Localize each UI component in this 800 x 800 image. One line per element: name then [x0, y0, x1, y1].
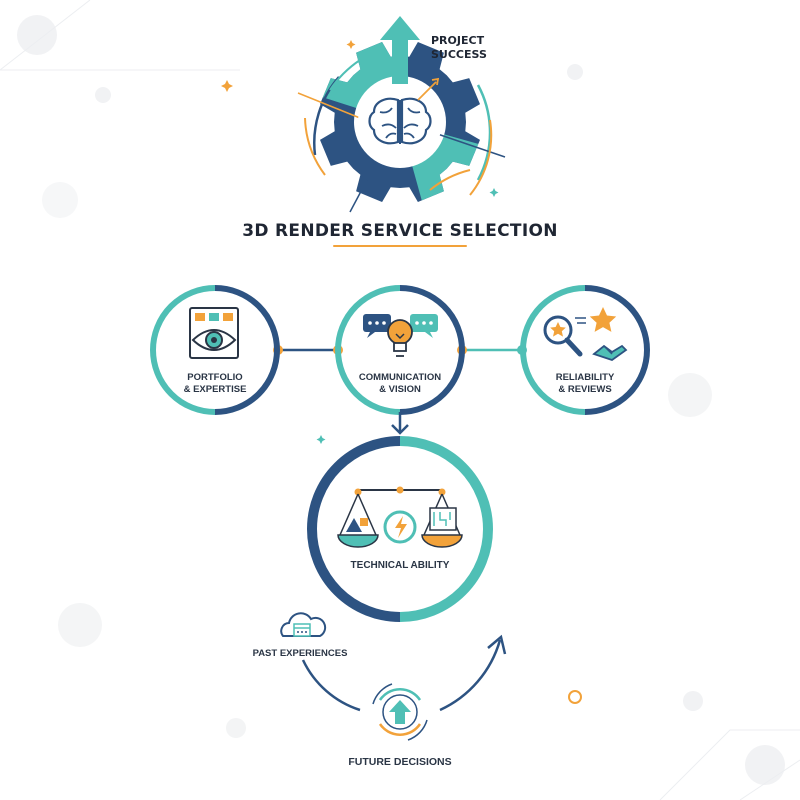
- upload-arrow-icon: [372, 683, 428, 741]
- factor-ring-reliability: [520, 285, 650, 415]
- factor-label-portfolio: PORTFOLIO & EXPERTISE: [155, 372, 275, 396]
- factor-label-reliability: RELIABILITY & REVIEWS: [525, 372, 645, 396]
- arrow-down-icon: [391, 412, 409, 435]
- factor-reliability-line2: & REVIEWS: [558, 383, 612, 395]
- sparkle-icon: [221, 40, 499, 444]
- brain-icon: [358, 80, 442, 164]
- cloud-calendar-icon: [280, 612, 327, 637]
- success-arrow-icon: [380, 16, 440, 101]
- project-success-line1: PROJECT: [431, 34, 485, 47]
- center-label: TECHNICAL ABILITY: [350, 560, 450, 571]
- factor-communication-line2: & VISION: [379, 383, 421, 395]
- cycle-arrows: [301, 634, 507, 712]
- title-underline: [333, 245, 467, 247]
- project-success-label: PROJECT SUCCESS: [431, 34, 487, 63]
- factor-ring-portfolio: [150, 285, 280, 415]
- center-ring: [307, 436, 493, 622]
- factor-portfolio-line2: & EXPERTISE: [183, 383, 247, 395]
- balance-scale-icon: [337, 486, 463, 548]
- factor-portfolio-line1: PORTFOLIO: [187, 372, 243, 383]
- lightbulb-chat-icon: [363, 314, 438, 357]
- factor-ring-communication: [335, 285, 465, 415]
- factor-reliability-line1: RELIABILITY: [555, 372, 615, 383]
- factor-communication-line1: COMMUNICATION: [358, 372, 442, 383]
- future-decisions-label: FUTURE DECISIONS: [348, 756, 452, 768]
- eye-portfolio-icon: [189, 307, 239, 359]
- magnifier-star-handshake-icon: [543, 307, 628, 361]
- page-title: 3D RENDER SERVICE SELECTION: [242, 221, 558, 241]
- factor-label-communication: COMMUNICATION & VISION: [340, 372, 460, 396]
- project-success-line2: SUCCESS: [431, 48, 487, 62]
- past-experiences-label: PAST EXPERIENCES: [252, 648, 348, 659]
